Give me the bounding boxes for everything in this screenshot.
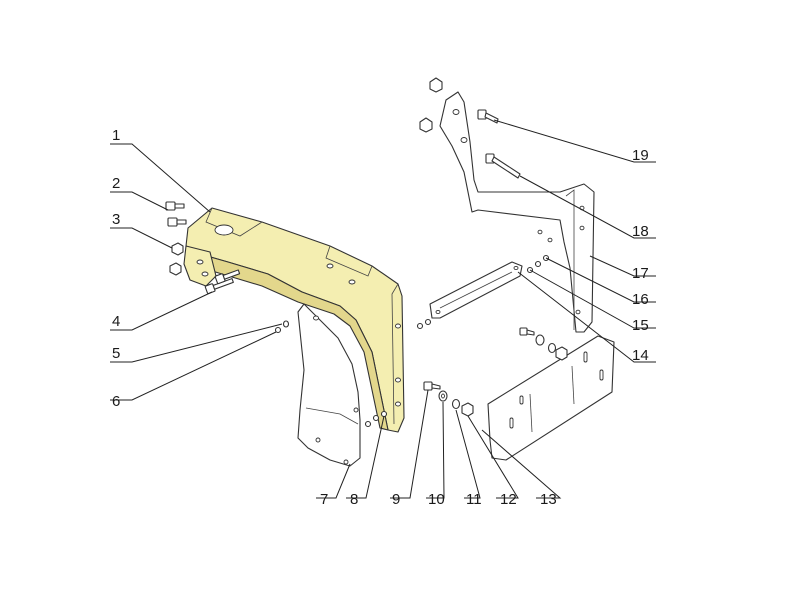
callout-16: 16 <box>632 291 649 308</box>
nuts-left[interactable] <box>169 242 184 276</box>
screw-washer-small[interactable] <box>274 320 290 334</box>
plate-hardware[interactable] <box>519 327 568 361</box>
callout-13: 13 <box>540 491 557 508</box>
bolts-lower[interactable] <box>204 268 241 295</box>
callout-15: 15 <box>632 317 649 334</box>
callout-9: 9 <box>392 491 400 508</box>
top-bolt-and-nuts[interactable] <box>419 77 499 133</box>
callout-19: 19 <box>632 147 649 164</box>
callout-3: 3 <box>112 211 120 228</box>
hardware-15-16[interactable] <box>526 254 550 274</box>
long-bolt[interactable] <box>485 153 521 179</box>
bolt-9[interactable] <box>423 381 441 391</box>
callout-labels: 1 2 3 4 5 6 7 8 9 10 11 12 13 14 15 16 1… <box>112 127 649 508</box>
lock-washer-11[interactable] <box>451 398 461 410</box>
callout-4: 4 <box>112 313 120 330</box>
bolts-upper[interactable] <box>165 201 187 227</box>
callout-7: 7 <box>320 491 328 508</box>
mud-flap-plate[interactable] <box>487 335 615 461</box>
nut-12[interactable] <box>461 402 474 417</box>
callout-1: 1 <box>112 127 120 144</box>
leader-lines <box>110 119 656 499</box>
callout-18: 18 <box>632 223 649 240</box>
connecting-bracket[interactable] <box>416 261 523 330</box>
callout-12: 12 <box>500 491 517 508</box>
washer-10[interactable] <box>438 390 448 402</box>
vertical-bracket-frame[interactable] <box>439 91 595 333</box>
callout-8: 8 <box>350 491 358 508</box>
callout-6: 6 <box>112 393 120 410</box>
callout-17: 17 <box>632 265 649 282</box>
main-frame-arm[interactable] <box>183 207 405 433</box>
callout-10: 10 <box>428 491 445 508</box>
callout-5: 5 <box>112 345 120 362</box>
callout-11: 11 <box>466 491 482 508</box>
shield-bolts[interactable] <box>364 410 388 428</box>
callout-2: 2 <box>112 175 120 192</box>
callout-14: 14 <box>632 347 649 364</box>
shield-plate[interactable] <box>297 303 361 467</box>
